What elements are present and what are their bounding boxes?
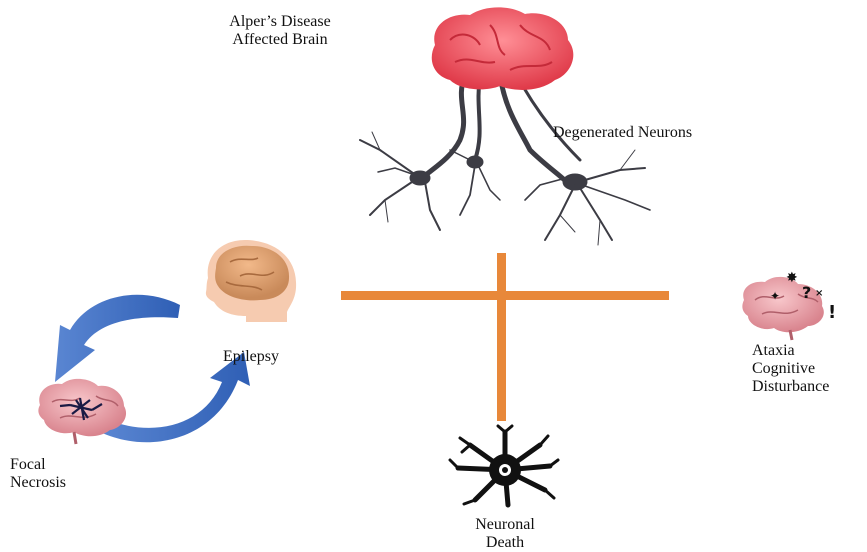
label-death-line2: Death (440, 534, 570, 552)
svg-text:×: × (815, 288, 823, 299)
label-focal-line1: Focal (10, 456, 66, 474)
label-epilepsy: Epilepsy (223, 348, 279, 366)
label-focal-line2: Necrosis (10, 474, 66, 492)
neuron-death-icon (450, 426, 558, 505)
dizzy-symbols: ✦ (770, 289, 780, 303)
alpers-brain-icon (432, 7, 574, 90)
label-ataxia: Ataxia Cognitive Disturbance (752, 342, 829, 396)
svg-text:?: ? (802, 283, 811, 302)
label-death-line1: Neuronal (440, 516, 570, 534)
label-alpers-brain-line2: Affected Brain (205, 31, 355, 49)
svg-text:!: ! (828, 302, 836, 323)
orange-cross (341, 253, 669, 421)
label-degenerated-neurons: Degenerated Neurons (553, 124, 692, 142)
cross-vertical-bar (497, 253, 506, 421)
degenerated-neurons-icon (360, 72, 650, 245)
label-focal-necrosis: Focal Necrosis (10, 456, 66, 492)
label-alpers-brain-line1: Alper’s Disease (205, 13, 355, 31)
svg-text:✸: ✸ (786, 270, 798, 286)
label-neuronal-death: Neuronal Death (440, 516, 570, 552)
label-ataxia-line1: Ataxia (752, 342, 829, 360)
label-alpers-brain: Alper’s Disease Affected Brain (205, 13, 355, 49)
label-ataxia-line3: Disturbance (752, 378, 829, 396)
head-brain-icon (206, 240, 296, 322)
arrow-down-left (55, 295, 180, 382)
dizzy-brain-icon: ✦ ✸ ? × ! (742, 270, 836, 340)
label-ataxia-line2: Cognitive (752, 360, 829, 378)
